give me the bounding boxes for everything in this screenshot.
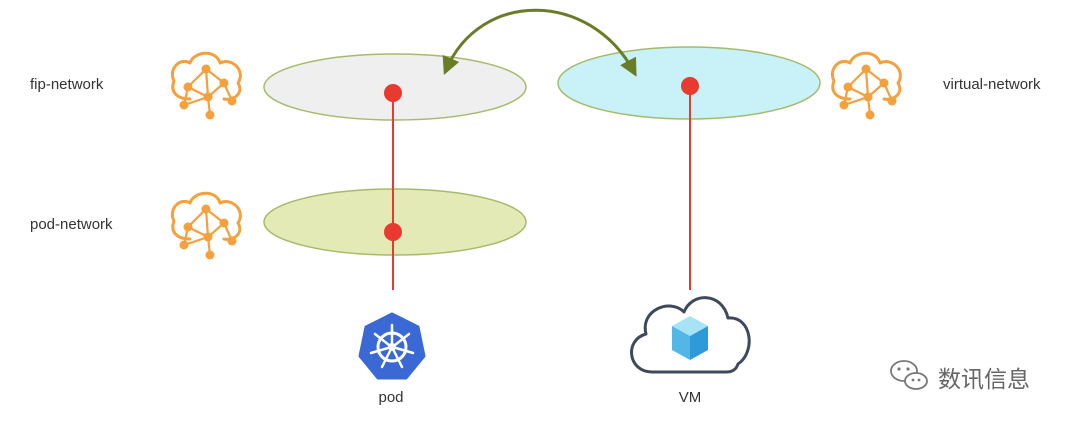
fip-network-label: fip-network	[30, 76, 104, 93]
fip-mapping-arrow	[442, 8, 637, 77]
pod-fip-interface-dot	[384, 84, 402, 102]
wechat-icon	[890, 360, 928, 390]
kubernetes-icon	[358, 312, 426, 380]
vm-interface-dot	[681, 77, 699, 95]
virtual-network-icon	[830, 51, 902, 121]
cloud-cube-icon	[630, 296, 751, 374]
watermark-text: 数讯信息	[938, 367, 1030, 393]
pod-network-icon	[170, 191, 242, 261]
pod-label: pod	[378, 389, 404, 406]
fip-network-icon	[170, 51, 242, 121]
pod-network-ellipse[interactable]	[263, 188, 527, 256]
pod-network-interface-dot	[384, 223, 402, 241]
vm-label: VM	[678, 389, 702, 406]
pod-network-label: pod-network	[30, 216, 113, 233]
virtual-network-label: virtual-network	[943, 76, 1041, 93]
